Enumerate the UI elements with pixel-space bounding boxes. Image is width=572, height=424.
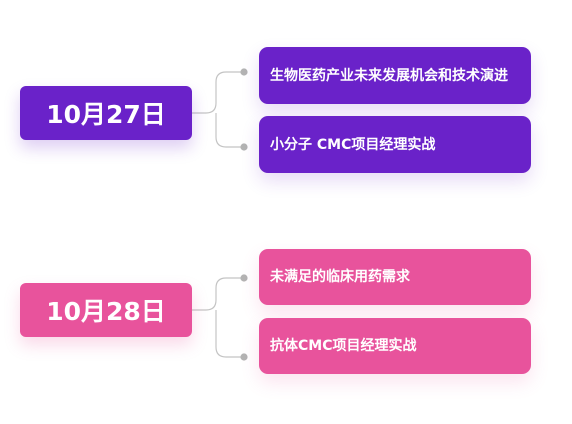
- session-title: 小分子 CMC项目经理实战: [270, 136, 436, 153]
- connector-dot: [240, 68, 248, 76]
- session-card: 小分子 CMC项目经理实战: [259, 116, 531, 173]
- date-badge-day-1: 10月27日: [20, 86, 192, 140]
- connector-dot: [240, 353, 248, 361]
- connector-dot: [240, 274, 248, 282]
- date-badge-day-2: 10月28日: [20, 283, 192, 337]
- session-card: 未满足的临床用药需求: [259, 249, 531, 305]
- session-title: 未满足的临床用药需求: [270, 269, 410, 285]
- session-card: 抗体CMC项目经理实战: [259, 318, 531, 374]
- connector-dot: [240, 143, 248, 151]
- connector-bracket-day-1: [192, 71, 243, 148]
- session-card: 生物医药产业未来发展机会和技术演进: [259, 47, 531, 104]
- connector-bracket-day-2: [192, 277, 243, 358]
- session-title: 抗体CMC项目经理实战: [270, 338, 417, 354]
- session-title: 生物医药产业未来发展机会和技术演进: [270, 67, 508, 84]
